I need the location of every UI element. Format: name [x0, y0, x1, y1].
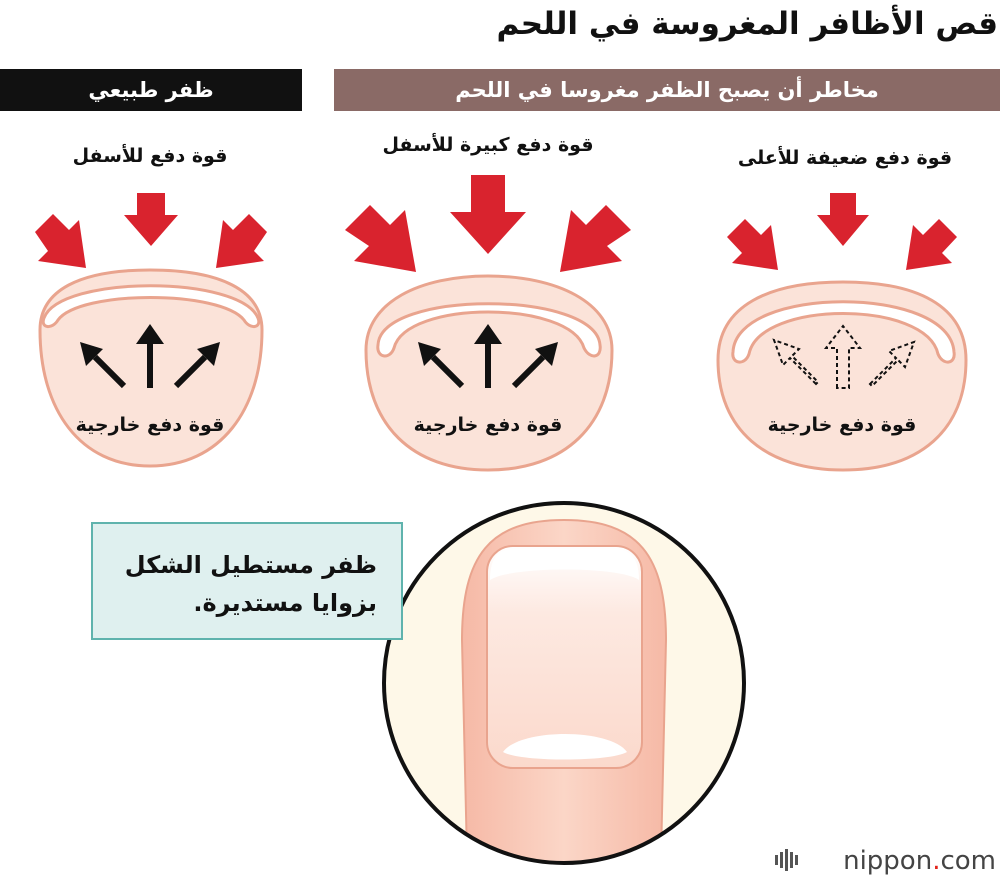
logo-name: nippon: [843, 846, 933, 876]
force-label-strong: قوة دفع كبيرة للأسفل: [382, 134, 594, 156]
note-line-1: ظفر مستطيل الشكل: [124, 551, 377, 579]
finger-tip: [716, 280, 968, 472]
page-title: قص الأظافر المغروسة في اللحم: [496, 6, 998, 42]
nippon-logo: nippon.com: [843, 846, 996, 876]
panel-weak: [716, 193, 968, 472]
nippon-logo-icon: [775, 849, 798, 871]
push-label-strong: قوة دفع خارجية: [413, 414, 563, 436]
nail-shape-note: ظفر مستطيل الشكل بزوايا مستديرة.: [91, 522, 403, 640]
nail-edge-curved: [376, 302, 602, 358]
outward-arrows: [80, 324, 220, 389]
nail-edge-curved: [731, 300, 956, 364]
force-label-natural: قوة دفع للأسفل: [72, 145, 228, 167]
nail: [486, 545, 643, 769]
force-label-weak: قوة دفع ضعيفة للأعلى: [737, 147, 953, 169]
logo-dot: .: [932, 846, 941, 876]
rectangular-nail-closeup: [382, 501, 746, 865]
logo-tld: com: [940, 846, 996, 876]
push-label-natural: قوة دفع خارجية: [75, 414, 225, 436]
panel-strong: [345, 175, 631, 472]
note-line-2: بزوايا مستديرة.: [193, 589, 377, 617]
nail-edge: [41, 284, 261, 328]
lunula: [503, 734, 627, 760]
outward-arrows: [418, 324, 558, 389]
outward-arrows-dashed: [772, 324, 916, 389]
nail-free-edge: [490, 549, 639, 580]
push-label-weak: قوة دفع خارجية: [767, 414, 917, 436]
red-arrows-down: [35, 193, 267, 268]
red-arrows-down-large: [345, 175, 631, 272]
panel-natural: [35, 193, 267, 468]
red-arrows-down: [727, 193, 957, 270]
header-natural-nail: ظفر طبيعي: [0, 69, 302, 111]
header-ingrown-risks: مخاطر أن يصبح الظفر مغروسا في اللحم: [334, 69, 1000, 111]
